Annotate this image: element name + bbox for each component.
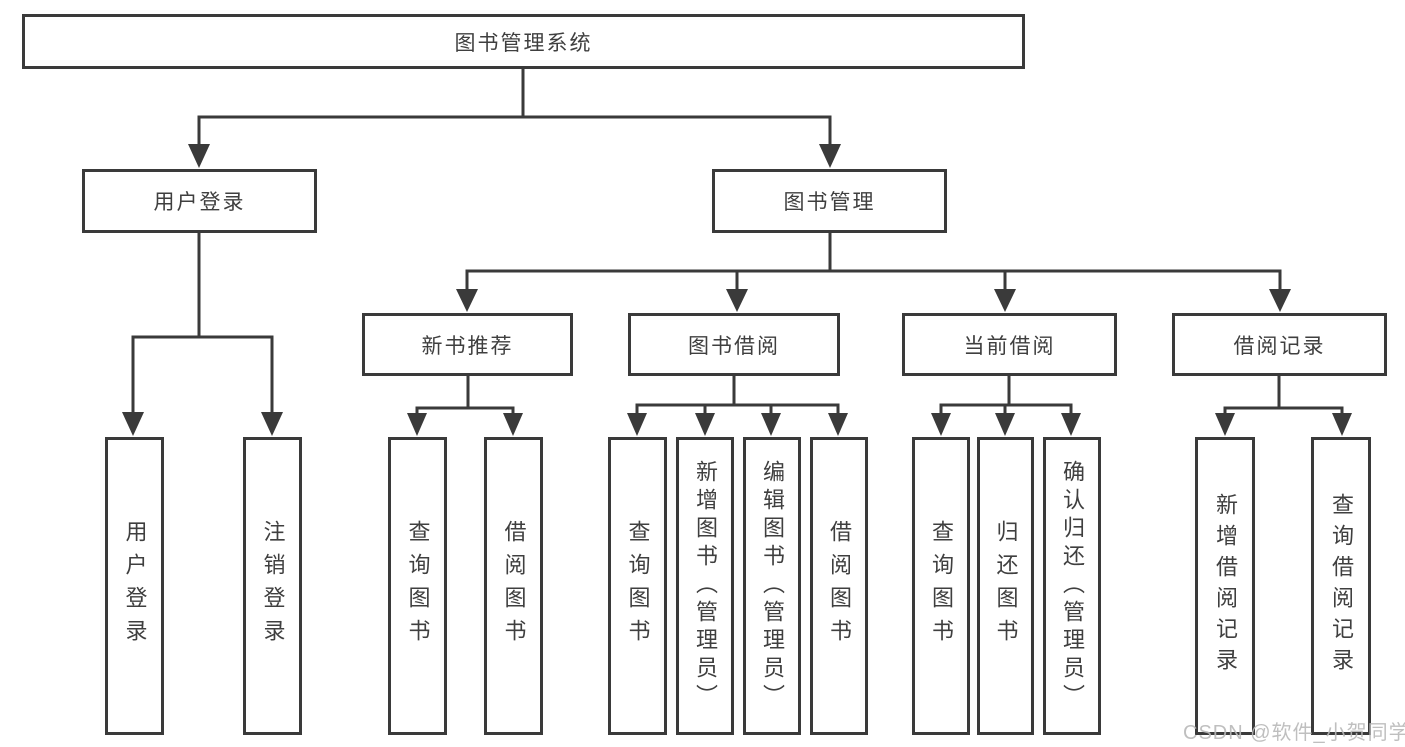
leaf-return-book: 归还图书 [977,437,1034,735]
leaf-recommend-query-book-label: 查询图书 [405,520,431,652]
leaf-add-borrow-record-label: 新增借阅记录 [1213,493,1238,679]
leaf-borrow-query-book: 查询图书 [608,437,667,735]
node-user-login-group-label: 用户登录 [153,191,246,214]
leaf-user-login-label: 用户登录 [122,520,148,652]
node-book-management-group-label: 图书管理 [783,191,876,214]
node-current-borrow-label: 当前借阅 [963,334,1056,358]
leaf-borrow-book: 借阅图书 [810,437,868,735]
leaf-user-login: 用户登录 [105,437,164,735]
leaf-logout: 注销登录 [243,437,302,735]
node-new-book-recommend-label: 新书推荐 [421,334,514,358]
leaf-edit-book-admin-label: 编辑图书（管理员） [760,460,785,712]
leaf-borrow-query-book-label: 查询图书 [625,520,651,652]
node-book-management-group: 图书管理 [712,169,947,233]
leaf-add-book-admin: 新增图书（管理员） [676,437,734,735]
leaf-add-borrow-record: 新增借阅记录 [1195,437,1255,735]
leaf-logout-label: 注销登录 [260,520,286,652]
node-user-login-group: 用户登录 [82,169,317,233]
leaf-query-borrow-record: 查询借阅记录 [1311,437,1371,735]
leaf-recommend-borrow-book-label: 借阅图书 [501,520,527,652]
node-book-borrow: 图书借阅 [628,313,840,376]
leaf-confirm-return-admin: 确认归还（管理员） [1043,437,1101,735]
leaf-recommend-borrow-book: 借阅图书 [484,437,543,735]
leaf-current-query-book: 查询图书 [912,437,970,735]
leaf-current-query-book-label: 查询图书 [929,520,954,652]
leaf-edit-book-admin: 编辑图书（管理员） [743,437,801,735]
node-root-system: 图书管理系统 [22,14,1025,69]
leaf-confirm-return-admin-label: 确认归还（管理员） [1060,460,1085,712]
leaf-borrow-book-label: 借阅图书 [827,520,852,652]
node-new-book-recommend: 新书推荐 [362,313,573,376]
node-borrow-record: 借阅记录 [1172,313,1387,376]
leaf-query-borrow-record-label: 查询借阅记录 [1329,493,1354,679]
node-current-borrow: 当前借阅 [902,313,1117,376]
leaf-add-book-admin-label: 新增图书（管理员） [693,460,718,712]
node-book-borrow-label: 图书借阅 [688,334,780,358]
node-borrow-record-label: 借阅记录 [1233,334,1326,358]
leaf-recommend-query-book: 查询图书 [388,437,447,735]
leaf-return-book-label: 归还图书 [993,520,1019,652]
node-root-label: 图书管理系统 [454,31,593,55]
csdn-watermark: CSDN @软件_小贺同学 [1183,722,1405,744]
